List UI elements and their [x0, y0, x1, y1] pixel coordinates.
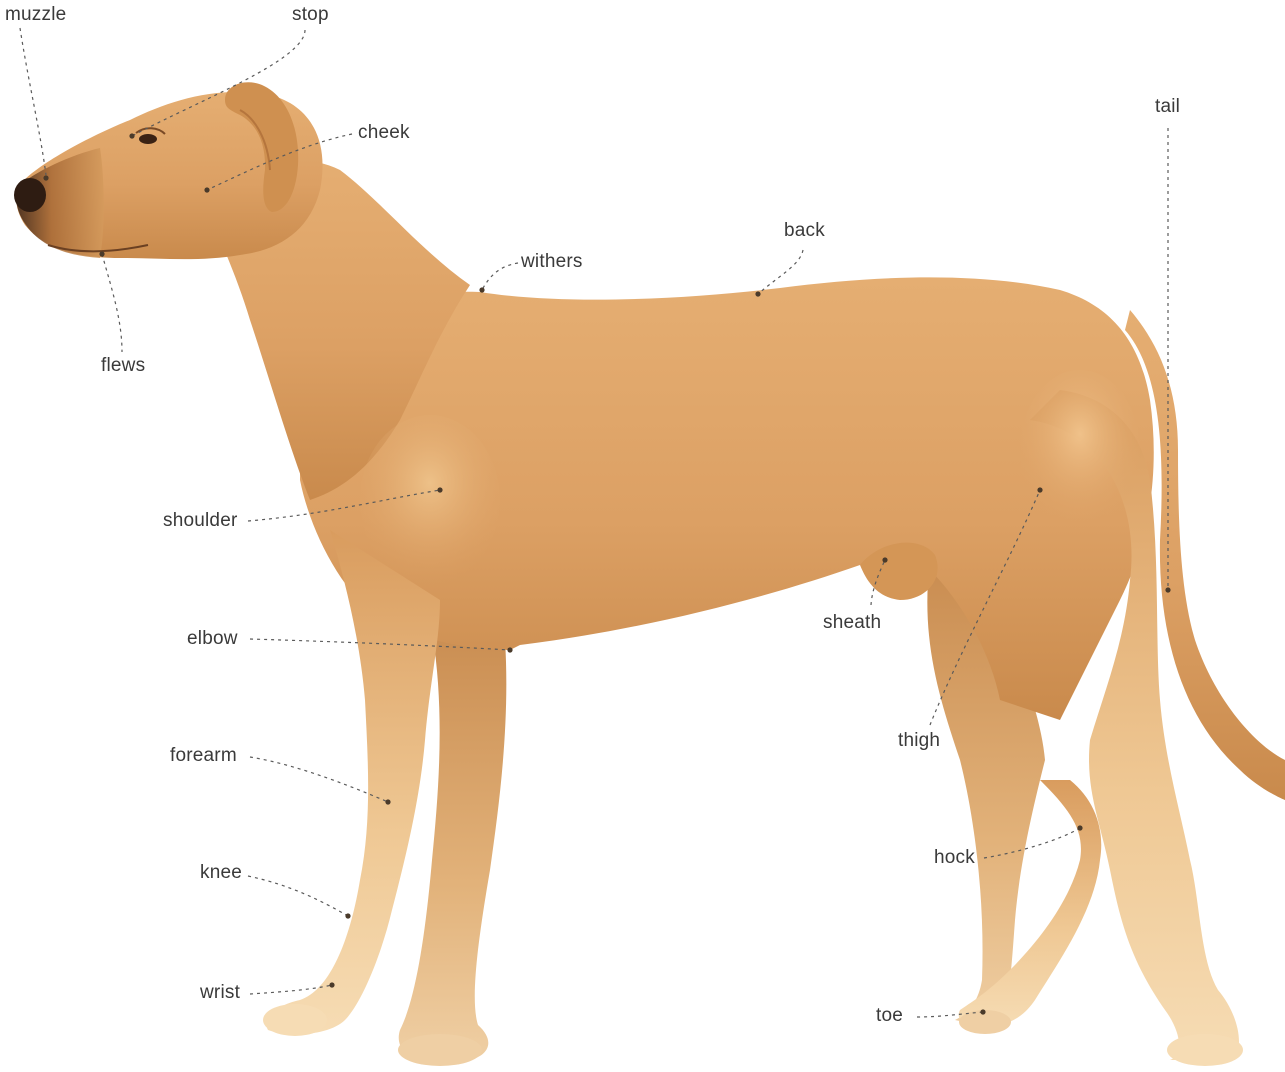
eye-shape [139, 134, 157, 144]
label-muzzle: muzzle [5, 4, 66, 26]
label-tail: tail [1155, 96, 1180, 118]
label-shoulder: shoulder [163, 510, 237, 532]
label-stop: stop [292, 4, 329, 26]
label-knee: knee [200, 862, 242, 884]
label-back: back [784, 220, 825, 242]
near-front-leg-shape [267, 530, 440, 1034]
label-elbow: elbow [187, 628, 238, 650]
label-thigh: thigh [898, 730, 940, 752]
paw-front-near [263, 1004, 327, 1036]
paw-hind-near [1167, 1034, 1243, 1066]
label-withers: withers [521, 251, 583, 273]
label-wrist: wrist [200, 982, 240, 1004]
paw-front-far [398, 1034, 482, 1066]
label-forearm: forearm [170, 745, 237, 767]
nose-shape [14, 178, 46, 212]
label-cheek: cheek [358, 122, 410, 144]
label-sheath: sheath [823, 612, 881, 634]
label-hock: hock [934, 847, 975, 869]
label-flews: flews [101, 355, 145, 377]
label-toe: toe [876, 1005, 903, 1027]
